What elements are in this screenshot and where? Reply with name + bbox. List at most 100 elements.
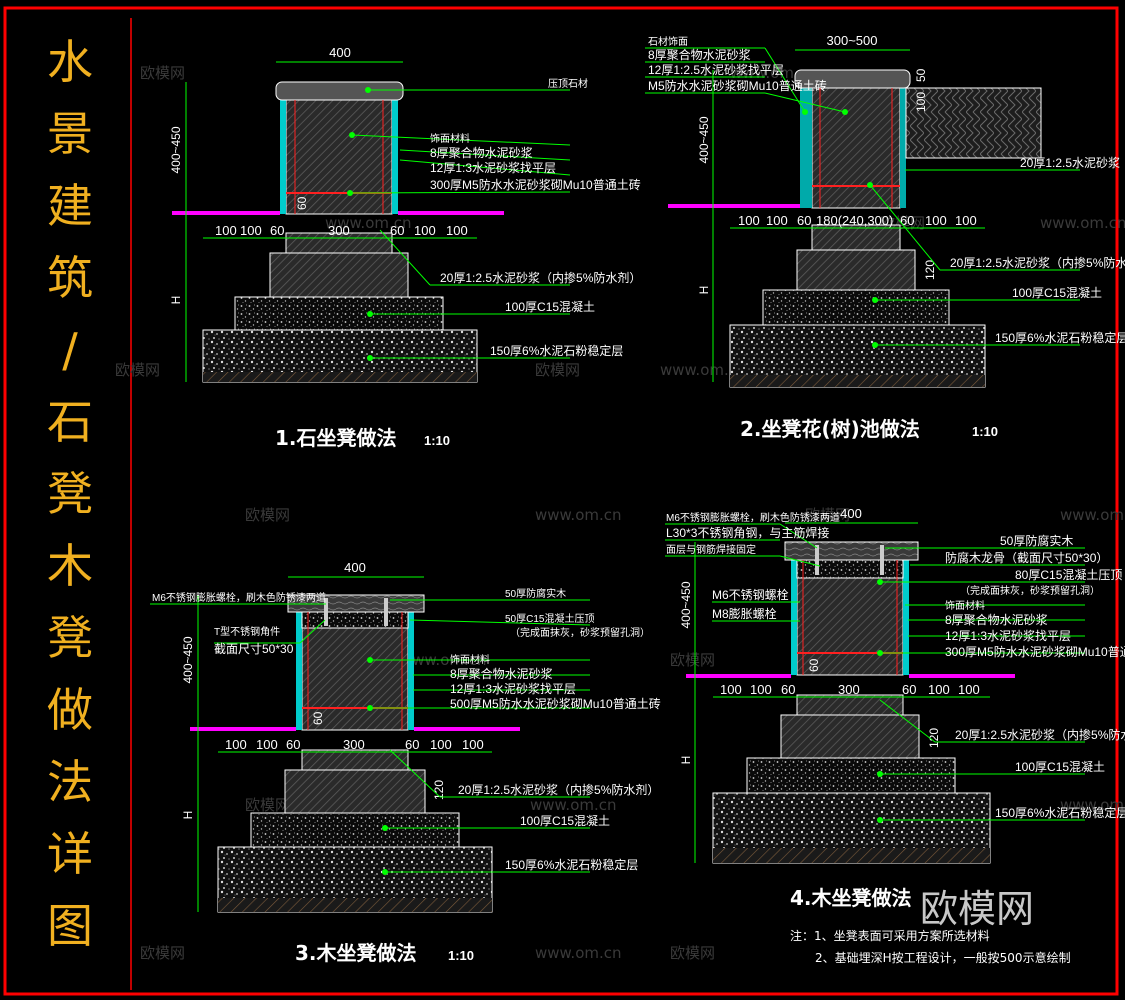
title-char: 筑 bbox=[47, 251, 93, 305]
label: 8厚聚合物水泥砂浆 bbox=[648, 47, 751, 62]
title-char: 图 bbox=[47, 899, 93, 953]
dim-seg: 100 bbox=[446, 223, 468, 238]
brick-footing bbox=[780, 714, 920, 759]
soil-hatch bbox=[713, 848, 990, 863]
title-char: 石 bbox=[47, 395, 93, 449]
dim-width: 400 bbox=[344, 560, 366, 575]
watermark: 欧模网 bbox=[245, 796, 290, 814]
dim-depth: H bbox=[181, 811, 195, 820]
dim-seg: 100 bbox=[720, 682, 742, 697]
dim-seg: 60 bbox=[405, 737, 419, 752]
frame-border bbox=[3, 6, 1119, 996]
stone-cap bbox=[275, 81, 404, 101]
dim-seg: 60 bbox=[390, 223, 404, 238]
dim-120: 120 bbox=[923, 260, 937, 280]
label: 饰面材料 bbox=[430, 132, 470, 145]
label: L30*3不锈钢角钢，与主筋焊接 bbox=[666, 525, 829, 540]
label: 500厚M5防水水泥砂浆砌Mu10普通土砖 bbox=[450, 696, 661, 711]
dim-120: 120 bbox=[432, 780, 446, 800]
finish-right bbox=[392, 100, 398, 214]
label: 12厚1:3水泥砂浆找平层 bbox=[450, 681, 576, 696]
label: 50厚防腐实木 bbox=[505, 587, 566, 600]
watermark: www.om.cn bbox=[535, 944, 622, 962]
dim-depth: H bbox=[169, 296, 183, 305]
brick-footing bbox=[796, 249, 916, 291]
title-char: 做 bbox=[47, 683, 93, 737]
dim-height: 400~450 bbox=[679, 581, 693, 628]
dim-seg: 60 bbox=[270, 223, 284, 238]
dim-seg: 100 bbox=[750, 682, 772, 697]
caption: 1.石坐凳做法 bbox=[275, 426, 397, 450]
dim-seg: 100 bbox=[462, 737, 484, 752]
dim-100: 100 bbox=[914, 92, 928, 112]
scale: 1:10 bbox=[972, 424, 998, 439]
label: 50厚防腐实木 bbox=[1000, 533, 1073, 548]
dim-seg: 60 bbox=[781, 682, 795, 697]
dim-seg: 60 bbox=[286, 737, 300, 752]
dim-60: 60 bbox=[807, 658, 821, 672]
watermark: 欧模网 bbox=[535, 361, 580, 379]
label: 20厚1:2.5水泥砂浆（内掺5%防水剂） bbox=[458, 782, 659, 797]
watermark: www.om.cn bbox=[1040, 214, 1125, 232]
label: M8膨胀螺栓 bbox=[712, 606, 777, 621]
dim-seg: 100 bbox=[958, 682, 980, 697]
watermark: 欧模网 bbox=[670, 944, 715, 962]
label: 100厚C15混凝土 bbox=[505, 299, 595, 314]
watermark-large: 欧模网 bbox=[920, 887, 1034, 931]
brick-body bbox=[285, 99, 393, 215]
label: 8厚聚合物水泥砂浆 bbox=[945, 612, 1048, 627]
caption: 2.坐凳花(树)池做法 bbox=[740, 417, 920, 441]
detail-3-wood-bench: 400 400~450 H 100 100 60 300 60 100 100 … bbox=[150, 560, 661, 965]
title-char: 凳 bbox=[47, 611, 93, 665]
watermark: www.om.cn bbox=[660, 361, 747, 379]
brick-footing-step bbox=[811, 224, 901, 251]
label: 8厚聚合物水泥砂浆 bbox=[450, 666, 553, 681]
dim-seg: 60 bbox=[797, 213, 811, 228]
label: 石材饰面 bbox=[648, 35, 688, 48]
label: M5防水水泥砂浆砌Mu10普通土砖 bbox=[648, 78, 827, 93]
dim-width: 400 bbox=[329, 45, 351, 60]
watermarks: www.om.cn 欧模网 www.om.cn www.om.cn 欧模网 欧模… bbox=[115, 64, 1125, 962]
label: 8厚聚合物水泥砂浆 bbox=[430, 145, 533, 160]
title-char: 详 bbox=[47, 827, 93, 881]
title-char: 水 bbox=[47, 35, 93, 89]
dim-seg: 100 bbox=[925, 213, 947, 228]
dim-height: 400~450 bbox=[697, 116, 711, 163]
label: 20厚1:2.5水泥砂浆（内掺5%防水剂） bbox=[950, 255, 1125, 270]
label: 150厚6%水泥石粉稳定层 bbox=[490, 343, 623, 358]
dim-seg: 100 bbox=[928, 682, 950, 697]
scale: 1:10 bbox=[424, 433, 450, 448]
label: 300厚M5防水水泥砂浆砌Mu10普通土砖 bbox=[945, 644, 1125, 659]
label: 50厚C15混凝土压顶 bbox=[505, 612, 594, 625]
dim-seg: 100 bbox=[738, 213, 760, 228]
dim-120: 120 bbox=[927, 728, 941, 748]
dim-seg: 100 bbox=[955, 213, 977, 228]
scale: 1:10 bbox=[448, 948, 474, 963]
label: 150厚6%水泥石粉稳定层 bbox=[995, 330, 1125, 345]
caption: 4.木坐凳做法 bbox=[790, 886, 912, 910]
label: 300厚M5防水水泥砂浆砌Mu10普通土砖 bbox=[430, 177, 641, 192]
label: M6不锈钢膨胀螺栓，刷木色防锈漆两道 bbox=[666, 511, 840, 524]
title-char: 法 bbox=[47, 755, 93, 809]
title-char: 凳 bbox=[47, 467, 93, 521]
finish-left bbox=[800, 88, 812, 208]
brick-body bbox=[811, 87, 901, 209]
label: 面层与钢筋焊接固定 bbox=[666, 543, 756, 556]
dim-seg: 300 bbox=[343, 737, 365, 752]
dim-height: 400~450 bbox=[181, 636, 195, 683]
dim-width: 400 bbox=[840, 506, 862, 521]
dim-seg: 180(240,300) bbox=[816, 213, 893, 228]
dim-seg: 300 bbox=[838, 682, 860, 697]
dim-60: 60 bbox=[311, 711, 325, 725]
dim-seg: 100 bbox=[256, 737, 278, 752]
label: 20厚1:2.5水泥砂浆（内掺5%防水剂） bbox=[955, 727, 1125, 742]
detail-2-planter-bench: 300~500 100 50 400~450 H 100 100 60 180(… bbox=[645, 33, 1125, 441]
dim-seg: 100 bbox=[414, 223, 436, 238]
c15-concrete-layer bbox=[250, 812, 460, 848]
label: 150厚6%水泥石粉稳定层 bbox=[505, 857, 638, 872]
watermark: 欧模网 bbox=[245, 506, 290, 524]
finish-left bbox=[280, 100, 286, 214]
watermark: 欧模网 bbox=[115, 361, 160, 379]
brick-body bbox=[301, 627, 409, 731]
